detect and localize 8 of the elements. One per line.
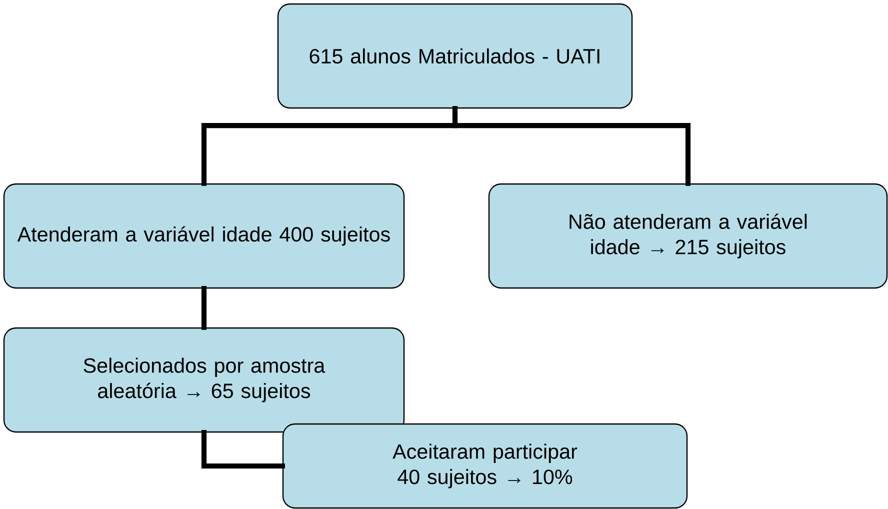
process-box: Selecionados por amostra aleatória → 65 sujeitos (3, 327, 405, 433)
process-box: 615 alunos Matriculados - UATI (277, 3, 633, 109)
connector-line (201, 430, 285, 469)
process-box: Aceitaram participar 40 sujeitos → 10% (282, 423, 688, 509)
connector-line (201, 286, 207, 330)
process-box: Atenderam a variável idade 400 sujeitos (3, 183, 405, 289)
connector-line (452, 106, 691, 186)
process-box: Não atenderam a variável idade → 215 sujeitos (488, 183, 888, 289)
